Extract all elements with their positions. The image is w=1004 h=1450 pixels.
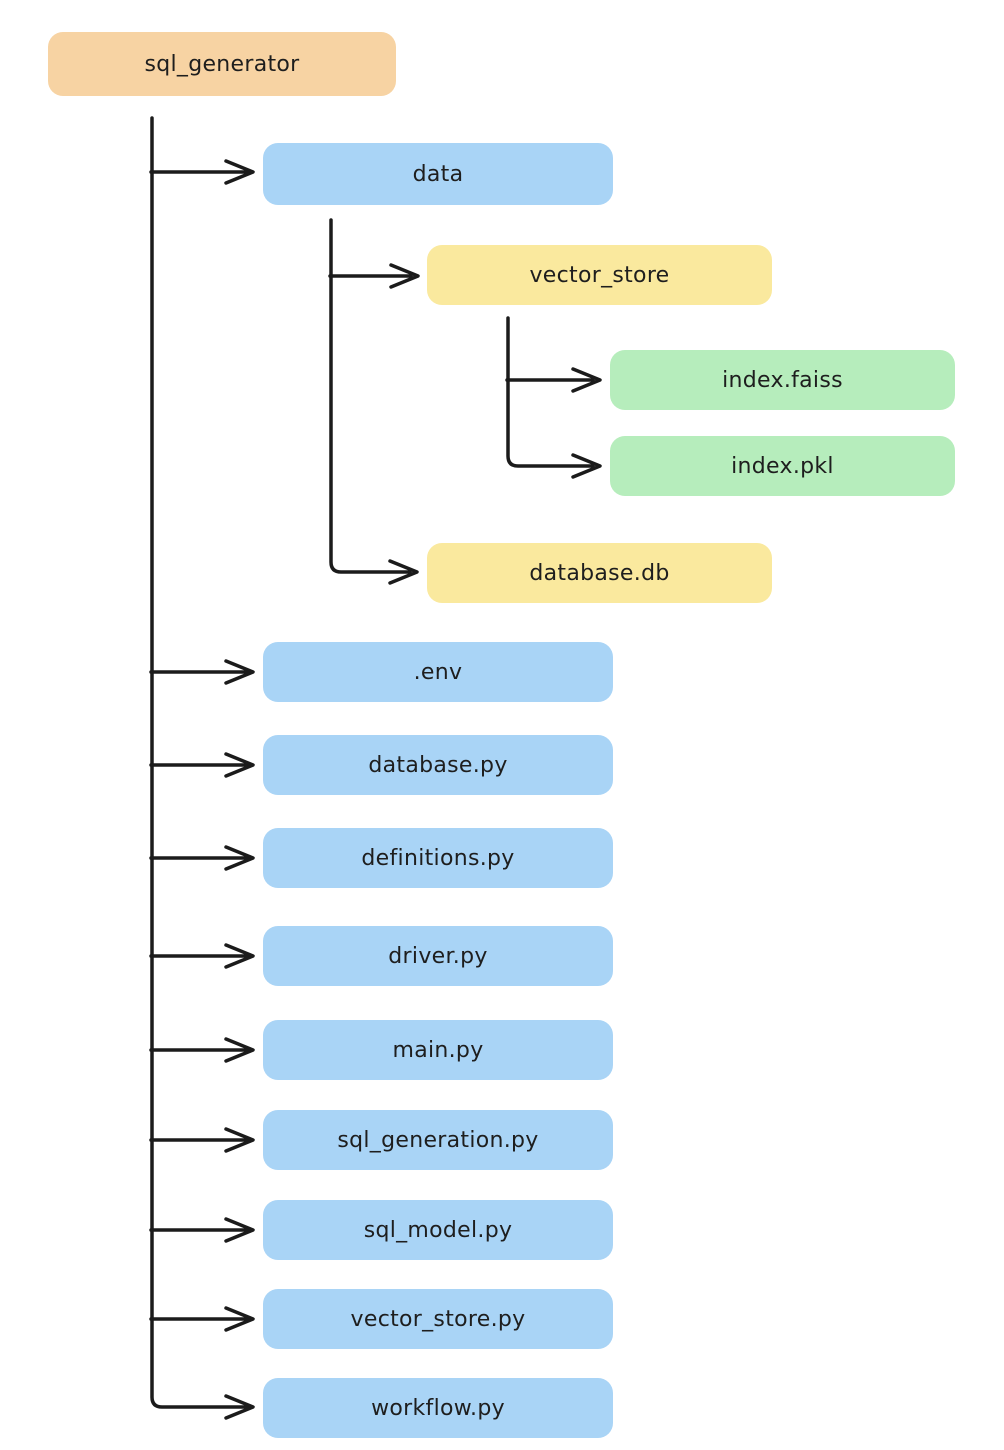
node-env-label: .env <box>413 659 463 685</box>
node-definitions-py-label: definitions.py <box>361 845 515 871</box>
node-database-py-label: database.py <box>368 752 508 778</box>
node-sql-model-py-label: sql_model.py <box>363 1217 513 1243</box>
connector-data-to-database-db <box>329 218 419 585</box>
node-database-db: database.db <box>427 543 772 603</box>
node-sql-generation-py: sql_generation.py <box>263 1110 613 1170</box>
node-vector-store-py: vector_store.py <box>263 1289 613 1349</box>
node-sql-generator-label: sql_generator <box>144 51 300 77</box>
arrow-to-sql-model-py <box>149 1217 255 1243</box>
arrow-to-env <box>149 659 255 685</box>
arrow-to-vector-store <box>328 263 420 289</box>
arrow-to-definitions-py <box>149 845 255 871</box>
node-database-db-label: database.db <box>529 560 670 586</box>
node-index-faiss: index.faiss <box>610 350 955 410</box>
arrow-to-database-py <box>149 752 255 778</box>
node-workflow-py-label: workflow.py <box>371 1395 505 1421</box>
arrow-to-data <box>149 159 255 185</box>
node-main-py: main.py <box>263 1020 613 1080</box>
node-driver-py: driver.py <box>263 926 613 986</box>
node-driver-py-label: driver.py <box>388 943 488 969</box>
node-definitions-py: definitions.py <box>263 828 613 888</box>
connector-trunk-to-workflow-py <box>150 116 255 1420</box>
node-sql-generation-py-label: sql_generation.py <box>337 1127 539 1153</box>
node-vector-store: vector_store <box>427 245 772 305</box>
node-database-py: database.py <box>263 735 613 795</box>
node-data: data <box>263 143 613 205</box>
node-env: .env <box>263 642 613 702</box>
node-main-py-label: main.py <box>392 1037 484 1063</box>
node-workflow-py: workflow.py <box>263 1378 613 1438</box>
arrow-to-vector-store-py <box>149 1306 255 1332</box>
arrow-to-sql-generation-py <box>149 1127 255 1153</box>
connector-vector-store-to-index-pkl <box>506 316 602 479</box>
arrow-to-main-py <box>149 1037 255 1063</box>
arrow-to-index-faiss <box>505 367 602 393</box>
node-vector-store-label: vector_store <box>529 262 670 288</box>
node-data-label: data <box>412 161 464 187</box>
node-sql-generator: sql_generator <box>48 32 396 96</box>
node-sql-model-py: sql_model.py <box>263 1200 613 1260</box>
node-index-pkl-label: index.pkl <box>731 453 834 479</box>
node-index-pkl: index.pkl <box>610 436 955 496</box>
arrow-to-driver-py <box>149 943 255 969</box>
node-index-faiss-label: index.faiss <box>722 367 843 393</box>
node-vector-store-py-label: vector_store.py <box>350 1306 526 1332</box>
